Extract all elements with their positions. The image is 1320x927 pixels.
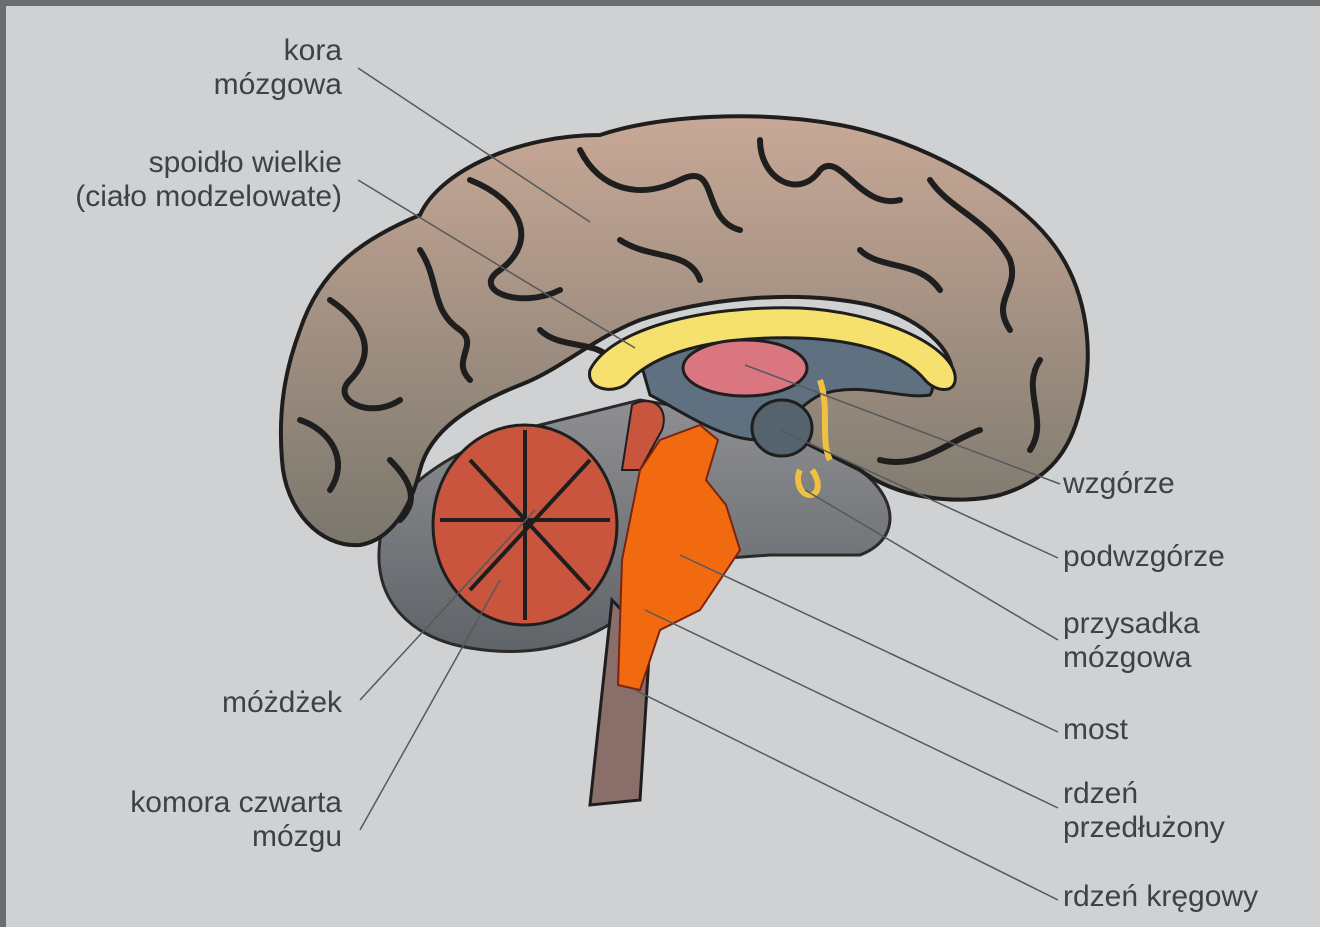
hypothalamus-region (752, 400, 812, 456)
label-wzgorze: wzgórze (1063, 467, 1175, 501)
label-most: most (1063, 713, 1128, 747)
thalamus (683, 340, 807, 396)
label-podwzgorze: podwzgórze (1063, 540, 1225, 574)
label-rdzen-kregowy: rdzeń kręgowy (1063, 880, 1258, 914)
label-spoidlo-wielkie: spoidło wielkie(ciało modzelowate) (14, 146, 342, 214)
label-mozdzek: móżdżek (90, 686, 342, 720)
